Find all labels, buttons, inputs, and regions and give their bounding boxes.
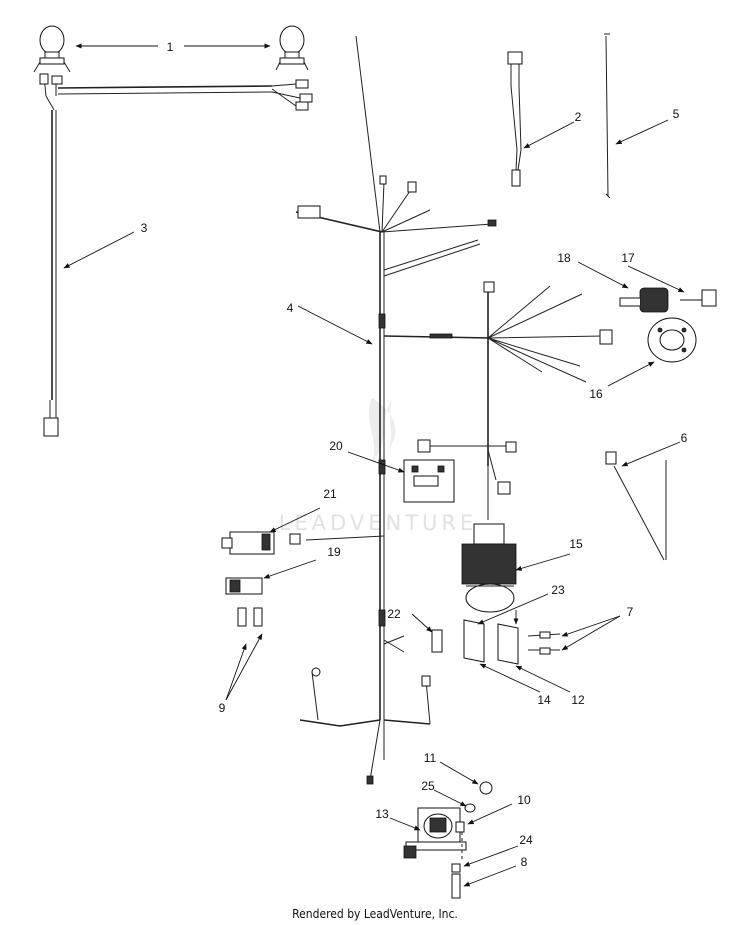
ignition-switch	[647, 317, 697, 363]
connector-assembly	[221, 531, 275, 627]
leader-9a	[225, 643, 247, 701]
watermark-text: LEADVENTURE	[279, 511, 478, 535]
leader-25	[433, 789, 467, 807]
leadventure-watermark: LEADVENTURE	[279, 398, 478, 535]
leader-12	[515, 665, 571, 693]
callout-14: 14	[537, 693, 551, 707]
callout-6: 6	[681, 431, 688, 445]
leader-11	[439, 761, 479, 785]
leader-14	[479, 663, 541, 693]
callout-3: 3	[141, 221, 148, 235]
ground-wire	[604, 33, 611, 199]
light-harness	[39, 73, 313, 437]
leader-21	[269, 507, 321, 533]
callout-13: 13	[375, 807, 389, 821]
jumper-wire	[605, 451, 667, 561]
callout-22: 22	[387, 607, 401, 621]
callout-10: 10	[517, 793, 531, 807]
callout-15: 15	[569, 537, 583, 551]
leader-23	[477, 593, 549, 625]
callout-7: 7	[627, 605, 634, 619]
short-lead-wire	[507, 51, 523, 187]
leader-22	[411, 613, 433, 633]
leader-2	[523, 121, 575, 149]
footer-credit: Rendered by LeadVenture, Inc.	[292, 907, 458, 921]
leader-16	[607, 361, 655, 387]
leader-7a	[561, 615, 621, 637]
callout-17: 17	[621, 251, 635, 265]
leader-10	[467, 803, 513, 825]
leader-15	[515, 553, 571, 571]
callout-1: 1	[167, 40, 174, 54]
callout-11: 11	[424, 751, 437, 765]
callout-23: 23	[551, 583, 565, 597]
leader-24	[463, 845, 519, 867]
leader-18	[577, 261, 629, 289]
leader-4	[297, 305, 373, 345]
callout-18: 18	[557, 251, 571, 265]
leader-8	[463, 865, 517, 887]
callout-4: 4	[287, 301, 294, 315]
leader-5	[615, 119, 669, 145]
pto-switch	[461, 523, 517, 613]
leader-9b	[225, 633, 263, 701]
callout-2: 2	[575, 110, 582, 124]
leader-20	[347, 451, 405, 473]
leader-19	[263, 559, 317, 579]
relay-plate	[403, 459, 455, 503]
callout-16: 16	[589, 387, 603, 401]
leader-7b	[561, 615, 621, 651]
starter-solenoid	[403, 781, 493, 899]
headlight-bulbs	[33, 25, 309, 73]
callout-9: 9	[219, 701, 226, 715]
leader-13	[389, 817, 421, 831]
ignition-keys	[619, 287, 717, 313]
leader-17	[627, 265, 685, 293]
leader-3	[63, 231, 135, 269]
callout-21: 21	[323, 487, 337, 501]
main-harness	[289, 35, 613, 785]
callout-8: 8	[521, 855, 528, 869]
callout-12: 12	[571, 693, 585, 707]
callout-20: 20	[329, 439, 343, 453]
callout-25: 25	[421, 779, 435, 793]
callout-24: 24	[519, 833, 533, 847]
callout-19: 19	[327, 545, 341, 559]
bracket-assembly	[431, 619, 561, 665]
leader-6	[621, 441, 681, 467]
callout-5: 5	[673, 107, 680, 121]
